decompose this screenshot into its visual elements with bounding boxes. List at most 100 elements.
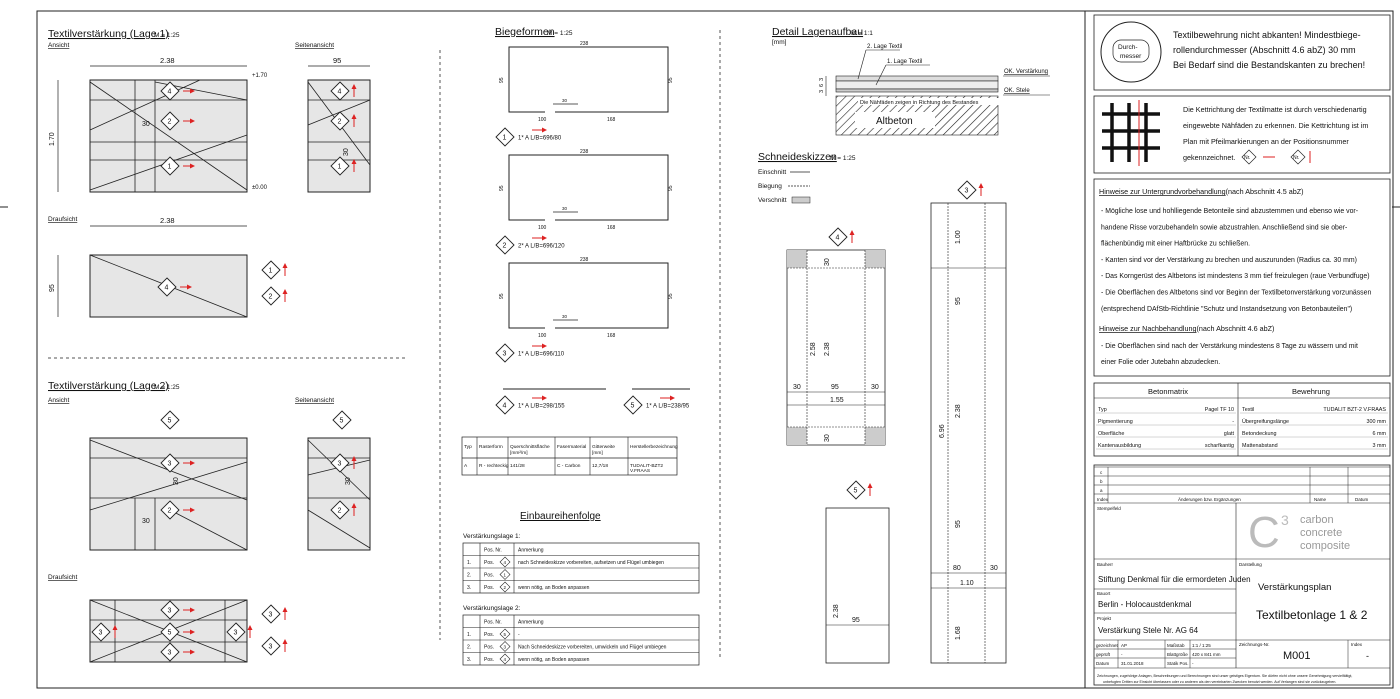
biegeformen-title: Biegeformen — [495, 26, 555, 38]
hinweis-line: - Das Korngerüst des Altbetons ist minde… — [1101, 273, 1370, 280]
svg-text:1: 1 — [503, 135, 507, 142]
cut3-168: 1.68 — [955, 626, 962, 640]
svg-text:95: 95 — [668, 77, 674, 83]
bm-key: Typ — [1098, 407, 1107, 413]
dim-lage1-width: 2.38 — [160, 56, 175, 65]
svg-text:30: 30 — [562, 206, 568, 211]
svg-text:Pos.: Pos. — [484, 585, 494, 591]
znr: M001 — [1283, 650, 1311, 662]
c3-logo: C 3 carbon concrete composite — [1248, 508, 1350, 557]
rev-header: Name — [1314, 497, 1327, 502]
datum-label: Datum — [1096, 661, 1110, 666]
svg-text:3: 3 — [99, 630, 103, 637]
datum: 31.01.2018 — [1121, 661, 1144, 666]
svg-text:composite: composite — [1300, 540, 1350, 552]
kett-marker-vertical: Nr. — [1290, 149, 1311, 165]
svg-text:concrete: concrete — [1300, 527, 1342, 539]
rev-header: Datum — [1355, 497, 1369, 502]
schneide-scale: M = 1:25 — [830, 155, 856, 162]
cut4-30l: 30 — [793, 384, 801, 391]
svg-text:1: 1 — [338, 164, 342, 171]
svg-text:Pos.: Pos. — [484, 632, 494, 638]
lage1-ansicht-label: Ansicht — [48, 42, 70, 49]
detail-ok-verst: OK. Verstärkung — [1004, 69, 1048, 75]
dim-lage1-height: 1.70 — [49, 132, 56, 146]
schneide-section: Schneideskizzen M = 1:25 Einschnitt Bieg… — [758, 151, 1007, 664]
gez: AP — [1121, 643, 1127, 648]
cut3-80: 80 — [953, 565, 961, 572]
projekt-label: Projekt — [1097, 616, 1112, 621]
position-marker-3: 3 — [160, 642, 195, 662]
svg-text:95: 95 — [668, 185, 674, 191]
svg-text:95: 95 — [499, 77, 505, 83]
lage1-section: Textilverstärkung (Lage 1) M = 1:25 Ansi… — [48, 28, 371, 318]
hinweis-line: (entsprechend DAfStb-Richtlinie "Schutz … — [1101, 306, 1352, 313]
position-marker-3: 3 — [330, 453, 357, 473]
svg-text:2: 2 — [168, 119, 172, 126]
svg-text:238: 238 — [580, 149, 589, 155]
hinweis-title: Hinweise zur Untergrundvorbehandlung(nac… — [1099, 187, 1304, 196]
detail-scale: M = 1:1 — [851, 30, 873, 37]
mat-header: Gitterweite — [592, 444, 615, 450]
position-marker-3: 3 — [261, 636, 288, 656]
position-marker-1: 1 — [330, 156, 357, 176]
svg-text:3: 3 — [1281, 512, 1289, 528]
position-marker-2: 2 — [330, 111, 357, 131]
svg-text:3.: 3. — [467, 657, 471, 663]
cut4-155: 1.55 — [830, 397, 844, 404]
bauherr: Stiftung Denkmal für die ermordeten Jude… — [1098, 575, 1251, 584]
svg-text:2: 2 — [168, 508, 172, 515]
dim-lage1-top-width: 2.38 — [160, 216, 175, 225]
mat-header: Querschnittsfläche — [510, 444, 550, 450]
svg-text:Nr.: Nr. — [1244, 155, 1250, 161]
svg-text:5: 5 — [631, 403, 635, 410]
detail-note: Die Nähfäden zeigen in Richtung des Best… — [860, 100, 979, 106]
bw-val: 300 mm — [1367, 419, 1387, 425]
rev-index: b — [1100, 479, 1103, 484]
svg-text:100: 100 — [538, 225, 547, 231]
svg-text:238: 238 — [580, 257, 589, 263]
darstellung-label: Darstellung — [1239, 562, 1262, 567]
svg-text:2: 2 — [338, 508, 342, 515]
detail-dim-3b: 3 — [819, 90, 825, 93]
svg-text:1: 1 — [504, 572, 507, 577]
cut5-238: 2.38 — [833, 604, 840, 618]
mat-cell: A — [464, 463, 468, 469]
einbau-tables: Verstärkungslage 1:Pos. Nr.Anmerkung1.Po… — [462, 533, 700, 666]
svg-text:238: 238 — [580, 41, 589, 47]
mat-header: Herstellerbezeichnung — [630, 444, 678, 450]
cut4-30r: 30 — [871, 384, 879, 391]
bm-key: Kantenausbildung — [1098, 443, 1141, 449]
svg-text:C: C — [1248, 508, 1280, 557]
dim-lage1-top: +1.70 — [252, 73, 268, 79]
lage2-title: Textilverstärkung (Lage 2) — [48, 380, 169, 392]
index-value: - — [1366, 651, 1369, 661]
svg-text:Pos.: Pos. — [484, 645, 494, 651]
detail-ok-stele: OK. Stele — [1004, 88, 1030, 94]
svg-text:2.: 2. — [467, 573, 471, 579]
dim-lage1-side-30: 30 — [343, 148, 350, 156]
position-marker-5: 5 — [160, 622, 195, 642]
sheet-border — [36, 10, 1394, 689]
detail-altbeton: Altbeton — [876, 116, 913, 127]
svg-text:wenn nötig, an Boden anpassen: wenn nötig, an Boden anpassen — [518, 585, 590, 591]
svg-text:4: 4 — [504, 657, 507, 662]
position-marker-3: 3 — [160, 600, 195, 620]
svg-text:4: 4 — [503, 403, 507, 410]
bw-val: 3 mm — [1373, 443, 1387, 449]
svg-text:100: 100 — [538, 117, 547, 123]
legend-verschnitt: Verschnitt — [758, 197, 787, 204]
svg-text:1: 1 — [269, 268, 273, 275]
znr-label: Zeichnungs-Nr. — [1239, 642, 1270, 647]
svg-text:Anmerkung: Anmerkung — [518, 548, 544, 554]
hinweis-line: handene Risse vorzubehandeln sowie abzus… — [1101, 224, 1347, 231]
svg-text:4: 4 — [168, 89, 172, 96]
bw-key: Betondeckung — [1242, 431, 1276, 437]
hinweis-line: - Kanten sind vor der Verstärkung zu bre… — [1101, 257, 1357, 264]
